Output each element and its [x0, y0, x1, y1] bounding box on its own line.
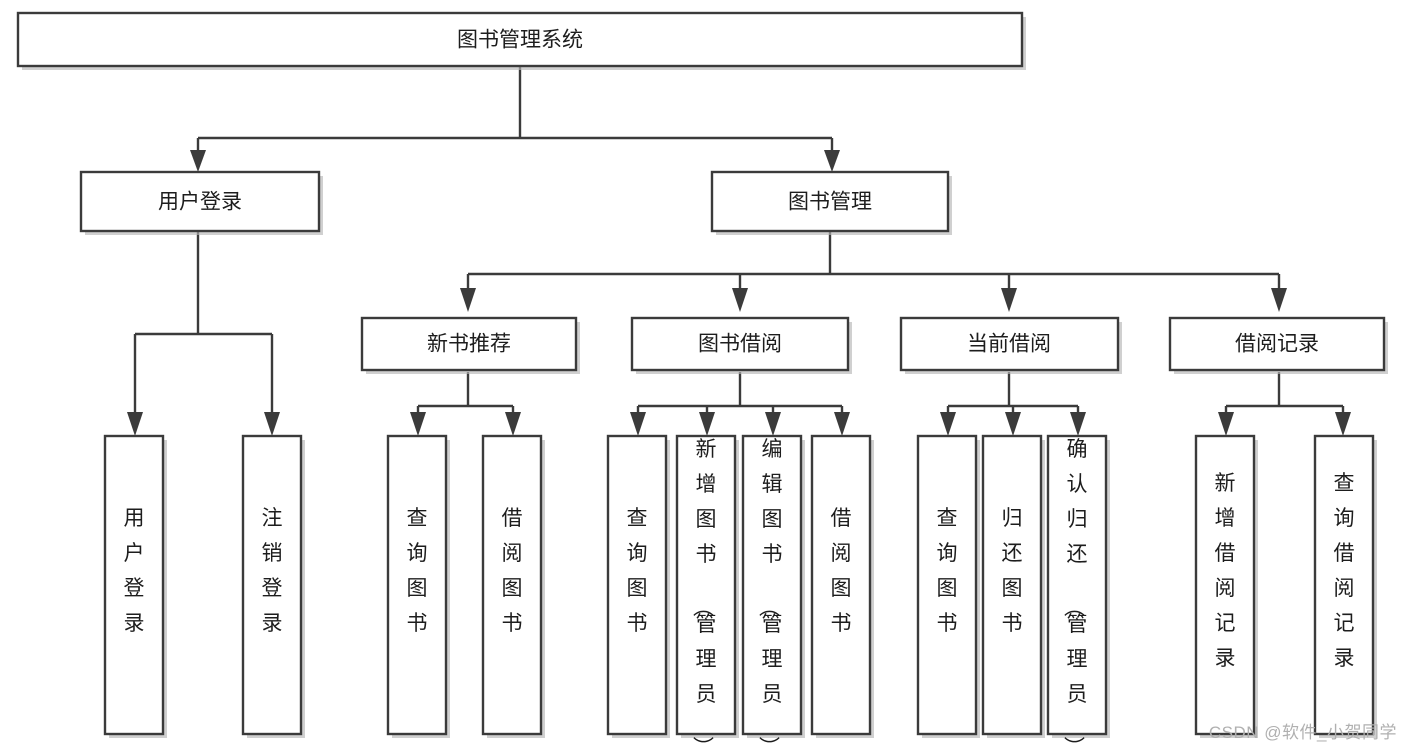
leaf-current-borrow-1-label: 查询图书: [937, 507, 958, 635]
node-book-borrow[interactable]: 图书借阅: [630, 316, 852, 374]
connector-bookborrow-to-leaves: [630, 372, 850, 436]
leaf-user-login-1[interactable]: 用户登录: [103, 434, 167, 738]
node-current-borrow[interactable]: 当前借阅: [899, 316, 1122, 374]
leaf-book-borrow-3[interactable]: 编辑图书（管理员）: [741, 434, 805, 747]
leaf-new-book-1[interactable]: 查询图书: [386, 434, 450, 738]
node-user-login-label: 用户登录: [158, 191, 242, 214]
node-user-login[interactable]: 用户登录: [79, 170, 323, 235]
leaf-new-book-1-label: 查询图书: [407, 507, 428, 635]
node-borrow-record-label: 借阅记录: [1235, 333, 1319, 356]
node-root[interactable]: 图书管理系统: [16, 11, 1026, 70]
leaf-current-borrow-3[interactable]: 确认归还（管理员）: [1046, 434, 1110, 747]
leaf-borrow-record-1[interactable]: 新增借阅记录: [1194, 434, 1258, 738]
leaf-book-borrow-3-label: 编辑图书（管理员）: [757, 438, 783, 747]
leaf-book-borrow-4-label: 借阅图书: [831, 507, 852, 635]
leaf-current-borrow-2[interactable]: 归还图书: [981, 434, 1045, 738]
node-current-borrow-label: 当前借阅: [967, 333, 1051, 356]
leaf-new-book-2-label: 借阅图书: [502, 507, 523, 635]
leaf-user-login-1-label: 用户登录: [124, 507, 145, 635]
csdn-watermark: CSDN @软件_小贺同学: [1208, 723, 1397, 742]
leaf-book-borrow-2-label: 新增图书（管理员）: [691, 438, 717, 747]
node-new-book-recommend-label: 新书推荐: [427, 333, 511, 356]
leaf-current-borrow-3-label: 确认归还（管理员）: [1062, 438, 1088, 747]
connector-newbook-to-leaves: [410, 372, 521, 436]
node-book-management-label: 图书管理: [788, 191, 872, 214]
leaf-book-borrow-1-label: 查询图书: [627, 507, 648, 635]
leaf-book-borrow-4[interactable]: 借阅图书: [810, 434, 874, 738]
leaf-borrow-record-2[interactable]: 查询借阅记录: [1313, 434, 1377, 738]
leaf-new-book-2[interactable]: 借阅图书: [481, 434, 545, 738]
connector-userlogin-to-leaves: [127, 231, 280, 436]
node-root-label: 图书管理系统: [457, 29, 583, 52]
connector-bookmgmt-to-level3: [460, 231, 1287, 312]
node-book-borrow-label: 图书借阅: [698, 333, 782, 356]
leaf-borrow-record-1-label: 新增借阅记录: [1215, 472, 1236, 670]
leaf-user-login-2-label: 注销登录: [262, 507, 283, 635]
connector-borrowrecord-to-leaves: [1218, 372, 1351, 436]
node-new-book-recommend[interactable]: 新书推荐: [360, 316, 580, 374]
leaf-user-login-2[interactable]: 注销登录: [241, 434, 305, 738]
leaf-book-borrow-2[interactable]: 新增图书（管理员）: [675, 434, 739, 747]
leaf-current-borrow-1[interactable]: 查询图书: [916, 434, 980, 738]
leaf-borrow-record-2-label: 查询借阅记录: [1334, 472, 1355, 670]
node-borrow-record[interactable]: 借阅记录: [1168, 316, 1388, 374]
connector-root-to-level2: [190, 66, 840, 172]
leaf-book-borrow-1[interactable]: 查询图书: [606, 434, 670, 738]
connector-currentborrow-to-leaves: [940, 372, 1086, 436]
node-book-management[interactable]: 图书管理: [710, 170, 952, 235]
leaf-current-borrow-2-label: 归还图书: [1002, 507, 1023, 635]
